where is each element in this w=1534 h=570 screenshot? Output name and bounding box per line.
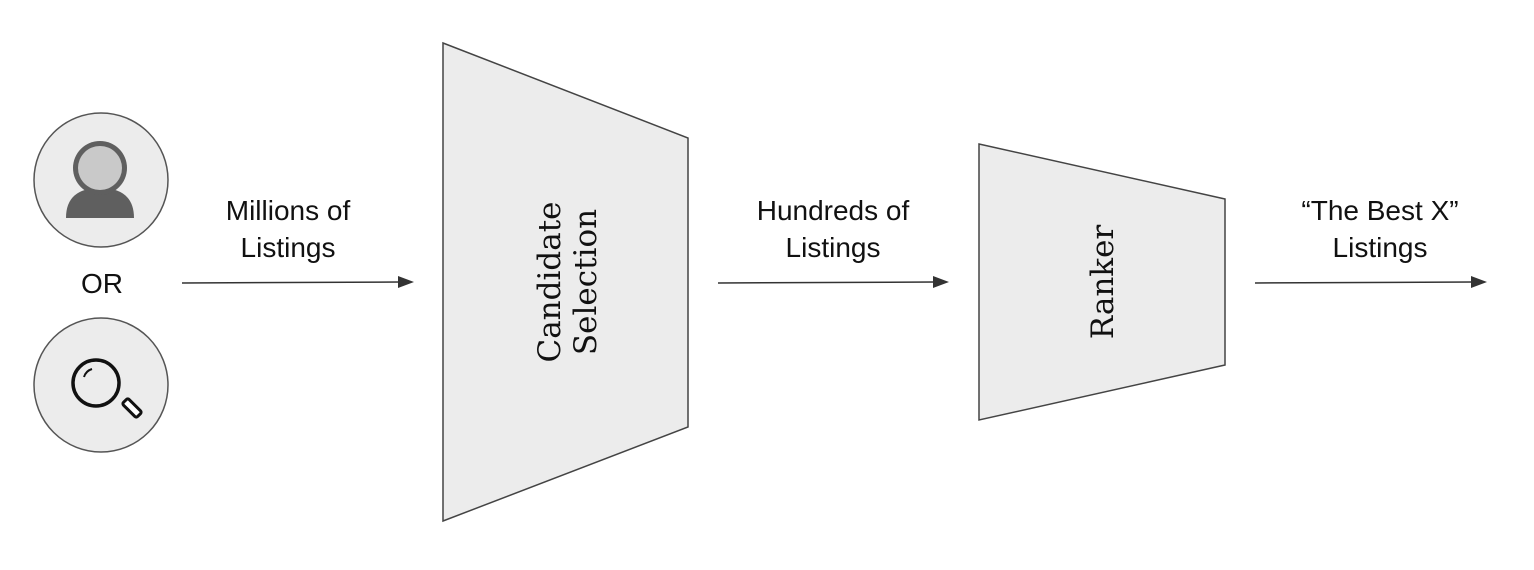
hundreds-of-listings-label-line1: Hundreds of [757,195,910,226]
user-icon [33,112,169,248]
best-x-listings-label-line2: Listings [1333,232,1428,263]
millions-of-listings-label-line1: Millions of [226,195,351,226]
best-x-listings-label-line1: “The Best X” [1301,195,1458,226]
arrow-output [1254,276,1487,288]
or-label: OR [81,268,123,299]
hundreds-of-listings-label-line2: Listings [786,232,881,263]
candidate-selection-label-line2: Selection [568,209,604,355]
candidate-selection-label-line1: Candidate [532,201,568,362]
millions-of-listings-label-line2: Listings [241,232,336,263]
ranker-label: Ranker [1085,225,1121,340]
arrow-to-candidate-selection [181,276,414,288]
ranker-stage [978,143,1226,421]
arrow-to-ranker [717,276,949,288]
candidate-selection-stage [442,41,689,523]
search-icon [33,317,169,453]
